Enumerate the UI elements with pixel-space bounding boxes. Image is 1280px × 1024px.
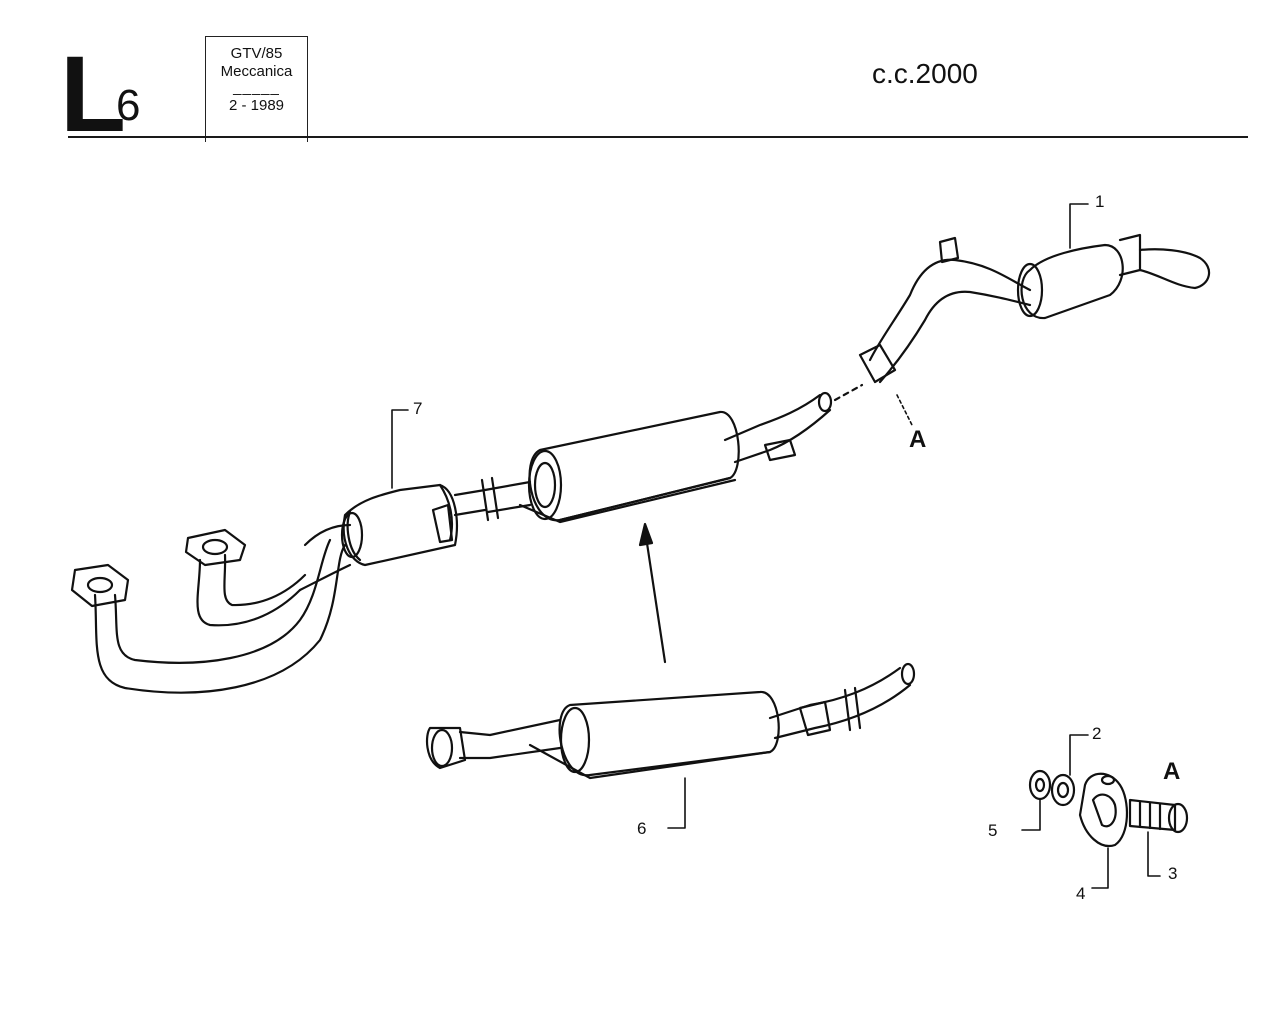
displacement-label: c.c.2000 — [872, 58, 978, 89]
front-manifold-pipes — [70, 523, 352, 694]
center-muffler — [518, 391, 833, 524]
callout-1: 1 — [1095, 192, 1105, 211]
callout-7: 7 — [413, 399, 423, 418]
detail-a-parts — [1028, 769, 1189, 848]
date-label: 2 - 1989 — [228, 96, 285, 114]
callout-leaders — [391, 203, 1161, 889]
callout-3: 3 — [1168, 864, 1178, 883]
info-box: GTV/85 Meccanica _____ 2 - 1989 — [205, 36, 308, 142]
center-pipe — [480, 476, 532, 522]
section-letter: L — [60, 33, 126, 154]
bolt-3 — [1128, 798, 1189, 834]
callout-5: 5 — [988, 821, 998, 840]
category-label: Meccanica — [220, 63, 293, 80]
nut-5 — [1028, 769, 1052, 801]
callout-2: 2 — [1092, 724, 1102, 743]
callout-a-pipe: A — [909, 426, 927, 453]
center-muffler-6 — [425, 662, 916, 780]
model-label: GTV/85 — [230, 45, 283, 62]
front-box-7 — [340, 483, 487, 567]
callout-6: 6 — [637, 819, 647, 838]
washer-2 — [1050, 773, 1076, 807]
rear-muffler-1 — [858, 233, 1211, 384]
detail-a-label: A — [1163, 758, 1181, 785]
callout-4: 4 — [1076, 884, 1086, 903]
header-rule — [68, 136, 1248, 138]
alignment-line-a — [833, 383, 864, 402]
clamp-bracket-4 — [1078, 772, 1129, 848]
separator: _____ — [233, 79, 280, 96]
section-number: 6 — [116, 81, 141, 130]
replacement-arrow — [638, 522, 667, 664]
